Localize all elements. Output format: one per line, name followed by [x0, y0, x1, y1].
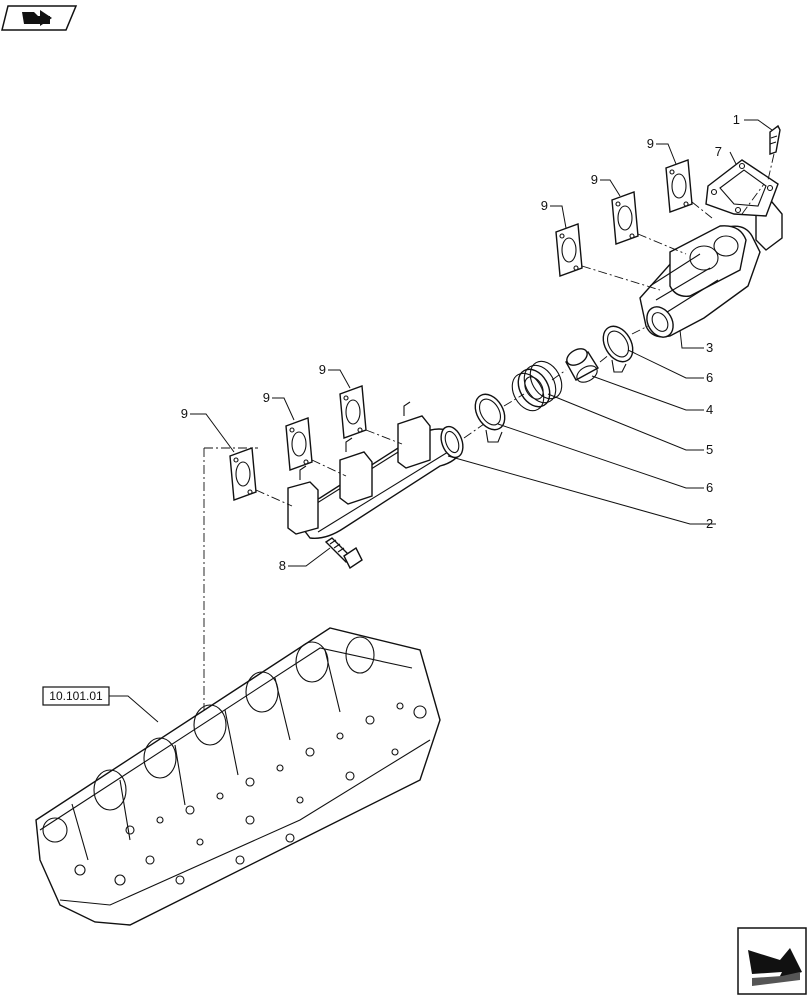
next-page-arrow-icon[interactable] — [737, 927, 807, 995]
manifold-gasket-9-r1 — [555, 223, 583, 277]
bolt-8 — [324, 537, 363, 570]
callout-8: 8 — [279, 558, 286, 573]
assembly-centerlines — [255, 153, 775, 507]
manifold-gasket-9-r2 — [611, 191, 639, 245]
callout-3: 3 — [706, 340, 713, 355]
callout-7: 7 — [715, 144, 722, 159]
callout-1: 1 — [733, 112, 740, 127]
clamp-6-lower — [474, 393, 506, 443]
manifold-gasket-9-f1 — [229, 447, 257, 501]
callout-9-f1: 9 — [181, 406, 188, 421]
previous-page-arrow-icon[interactable] — [1, 5, 78, 31]
callout-2: 2 — [706, 516, 713, 531]
manifold-gasket-9-f3 — [339, 385, 367, 439]
rear-exhaust-manifold — [639, 201, 783, 338]
bellows-5 — [511, 360, 563, 412]
sleeve-4 — [565, 348, 599, 383]
reference-label-text: 10.101.01 — [49, 689, 103, 703]
front-exhaust-manifold — [287, 401, 464, 539]
callout-5: 5 — [706, 442, 713, 457]
callout-9-r1: 9 — [541, 198, 548, 213]
callout-6-lower: 6 — [706, 480, 713, 495]
manifold-gasket-9-f2 — [285, 417, 313, 471]
flange-gasket-7 — [705, 159, 779, 217]
reference-label[interactable]: 10.101.01 — [42, 686, 159, 723]
callout-6-upper: 6 — [706, 370, 713, 385]
callout-9-f3: 9 — [319, 362, 326, 377]
callout-4: 4 — [706, 402, 713, 417]
callout-9-r3: 9 — [647, 136, 654, 151]
cylinder-head — [35, 627, 441, 926]
leader-lines — [190, 119, 773, 567]
manifold-gasket-9-r3 — [665, 159, 693, 213]
callout-9-f2: 9 — [263, 390, 270, 405]
clamp-6-upper — [602, 325, 634, 373]
stud-1 — [769, 124, 781, 155]
callout-9-r2: 9 — [591, 172, 598, 187]
